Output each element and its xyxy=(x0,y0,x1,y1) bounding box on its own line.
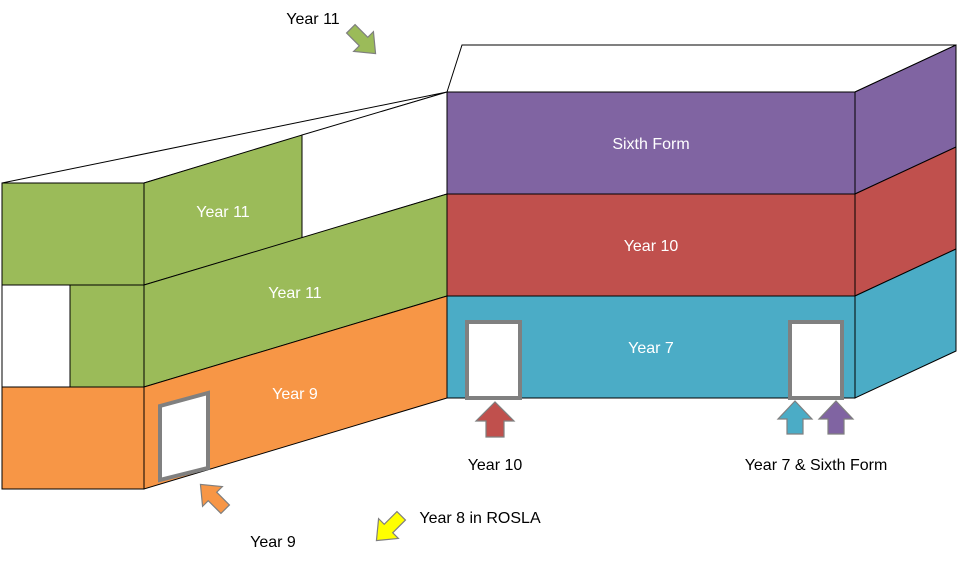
year-10-entrance-label: Year 10 xyxy=(468,457,523,474)
year-9-block-label: Year 9 xyxy=(272,386,318,403)
end-window xyxy=(1,284,71,388)
year-9-block xyxy=(143,295,448,490)
year-10-block-label: Year 10 xyxy=(624,238,679,255)
year-7-door xyxy=(788,320,844,400)
year-7-entrance-arrow xyxy=(776,400,814,435)
year-7-sixth-form-entrance-label: Year 7 & Sixth Form xyxy=(745,457,888,474)
year-11-end-block xyxy=(1,182,145,286)
year-11-lower-label: Year 11 xyxy=(268,285,321,302)
sixth-form-entrance-arrow xyxy=(817,400,855,435)
year-8-rosla-entrance-arrow xyxy=(375,510,407,542)
year-10-door xyxy=(465,320,522,400)
year-11-upper-label: Year 11 xyxy=(196,204,249,221)
year-8-rosla-entrance-label: Year 8 in ROSLA xyxy=(419,510,541,527)
year-11-entrance-arrow xyxy=(345,23,377,55)
year-9-door xyxy=(158,390,210,483)
sixth-form-label: Sixth Form xyxy=(612,136,689,153)
year-9-entrance-label: Year 9 xyxy=(250,534,296,551)
year-7-side xyxy=(854,248,957,399)
year-9-end-block xyxy=(1,386,145,490)
year-10-entrance-arrow xyxy=(474,401,516,438)
year-9-entrance-arrow xyxy=(199,483,231,515)
year-7-block-label: Year 7 xyxy=(628,340,674,357)
year-11-entrance-label: Year 11 xyxy=(286,11,339,28)
